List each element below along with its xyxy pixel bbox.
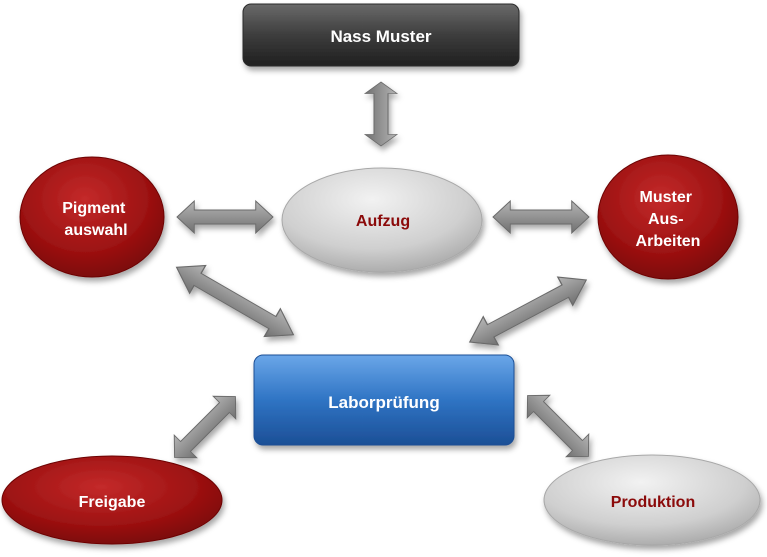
arrow-laborpruefung-produktion <box>515 383 601 469</box>
muster-line-3: Arbeiten <box>636 233 701 250</box>
node-pigment-auswahl-label: Pigment auswahl <box>62 200 130 239</box>
arrow-aufzug-muster <box>492 200 590 234</box>
arrow-nass-muster-aufzug <box>364 81 398 147</box>
arrow-laborpruefung-freigabe <box>162 384 248 470</box>
node-laborpruefung-label: Laborprüfung <box>328 393 439 412</box>
muster-line-2: Aus- <box>648 211 684 228</box>
node-pigment-auswahl <box>19 156 165 278</box>
node-nass-muster <box>242 3 520 67</box>
pigment-line-1: Pigment <box>62 200 126 217</box>
node-laborpruefung <box>253 354 515 446</box>
node-aufzug-label: Aufzug <box>356 213 410 230</box>
pigment-line-2: auswahl <box>64 222 127 239</box>
node-muster-ausarbeiten <box>597 154 739 280</box>
node-produktion <box>543 454 761 546</box>
node-produktion-label: Produktion <box>611 494 695 511</box>
arrow-pigment-laborpruefung <box>167 252 303 350</box>
arrow-muster-laborpruefung <box>461 265 595 357</box>
node-muster-ausarbeiten-label: Muster Aus- Arbeiten <box>636 189 701 250</box>
muster-line-1: Muster <box>640 189 692 206</box>
node-nass-muster-label: Nass Muster <box>330 27 431 46</box>
arrow-pigment-aufzug <box>176 200 274 234</box>
node-freigabe-label: Freigabe <box>79 494 146 511</box>
node-aufzug <box>281 167 483 273</box>
node-freigabe <box>1 455 223 545</box>
